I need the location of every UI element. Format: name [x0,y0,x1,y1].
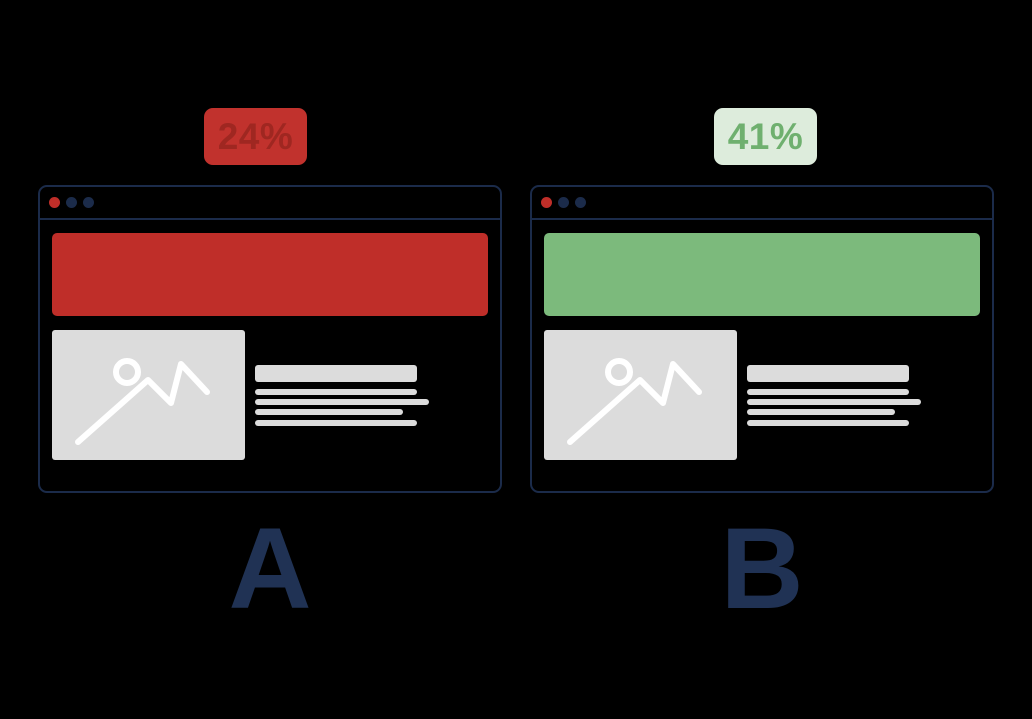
conversion-value-b: 41% [727,115,804,157]
text-line-placeholder [747,420,909,426]
conversion-badge-a: 24% [204,108,307,165]
window-dot-navy-icon [575,197,586,208]
conversion-badge-b: 41% [714,108,817,165]
window-dot-navy-icon [558,197,569,208]
variant-label-b: B [720,505,804,633]
text-placeholder-block [747,365,923,426]
window-dot-red-icon [49,197,60,208]
text-line-placeholder [747,389,909,395]
text-line-placeholder [255,389,417,395]
variant-label-a: A [228,505,312,633]
browser-window-a [38,185,502,493]
image-placeholder [544,330,737,460]
window-dot-navy-icon [66,197,77,208]
text-line-placeholder [255,409,403,415]
variant-b-column: 41% B [530,108,994,668]
text-line-placeholder [747,399,921,405]
heading-placeholder [255,365,417,382]
window-titlebar [532,187,992,220]
image-placeholder [52,330,245,460]
text-placeholder-block [255,365,431,426]
photo-mountain-icon [567,358,702,445]
text-line-placeholder [747,409,895,415]
window-titlebar [40,187,500,220]
hero-banner-red [52,233,488,316]
photo-mountain-icon [75,358,210,445]
text-line-placeholder [255,399,429,405]
browser-window-b [530,185,994,493]
heading-placeholder [747,365,909,382]
window-dot-red-icon [541,197,552,208]
window-dot-navy-icon [83,197,94,208]
text-line-placeholder [255,420,417,426]
conversion-value-a: 24% [217,115,294,157]
hero-banner-green [544,233,980,316]
variant-a-column: 24% A [38,108,502,668]
